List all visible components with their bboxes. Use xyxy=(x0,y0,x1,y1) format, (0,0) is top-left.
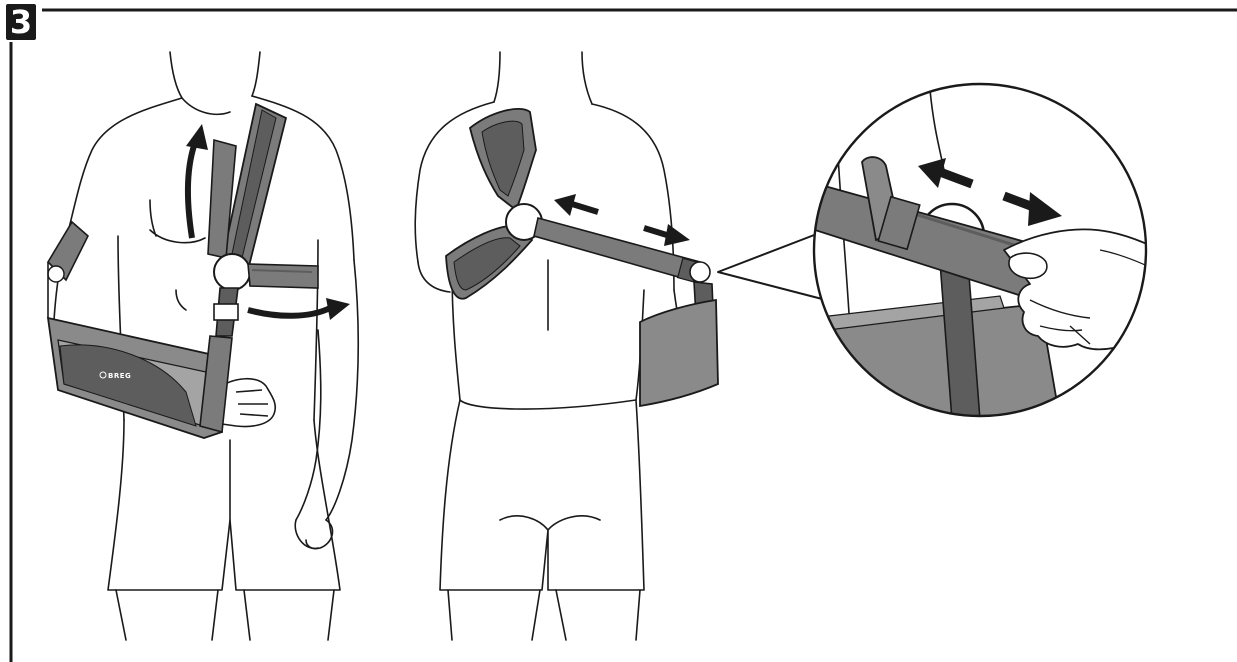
brand-logo-front: BREG xyxy=(108,372,131,380)
shoulder-strap-back xyxy=(446,109,718,406)
detail-callout xyxy=(718,84,1237,420)
arrow-up-front xyxy=(186,124,208,238)
sling-pouch-front: BREG xyxy=(48,222,222,438)
arrow-right-front xyxy=(248,298,350,320)
arrow-left-back xyxy=(554,194,598,216)
arrow-right-back xyxy=(644,224,690,246)
